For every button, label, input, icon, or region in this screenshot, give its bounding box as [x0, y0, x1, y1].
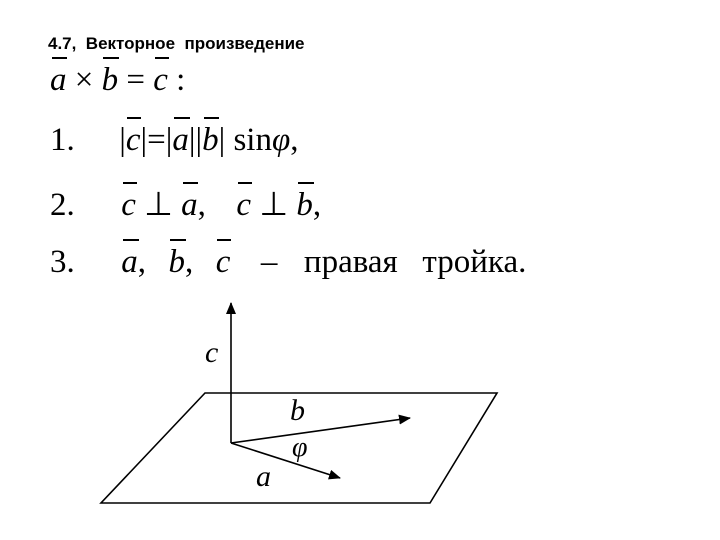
comma: ,	[197, 187, 206, 223]
phi-symbol: φ	[271, 122, 291, 158]
right-triple-text: правая тройка.	[303, 244, 527, 280]
vector-b-arrow	[230, 414, 411, 444]
comma: ,	[185, 244, 194, 280]
slide-title: 4.7, Векторное произведение	[48, 34, 305, 53]
item-number: 1.	[50, 122, 75, 158]
cross-sign: ×	[74, 62, 94, 98]
property-1: 1. |c|=|a||b| sinφ,	[50, 117, 299, 159]
perp-sign: ⊥	[144, 187, 173, 223]
abs-bar: ||	[188, 122, 203, 158]
vector-c: c	[121, 182, 137, 223]
label-a: a	[256, 460, 271, 493]
vector-b: b	[101, 57, 119, 98]
definition-formula: a × b = c :	[50, 57, 186, 99]
vector-c: c	[215, 239, 231, 280]
plane-parallelogram	[99, 392, 499, 504]
perp-sign: ⊥	[259, 187, 289, 223]
vector-a-arrow	[230, 442, 341, 480]
colon: :	[176, 62, 186, 98]
label-b: b	[290, 394, 305, 427]
equals-sign: =	[126, 62, 145, 98]
comma: ,	[290, 122, 299, 158]
item-number: 3.	[50, 244, 75, 280]
label-c: c	[205, 336, 219, 369]
vector-c: c	[236, 182, 252, 223]
comma: ,	[137, 244, 146, 280]
abs-bar: |	[119, 122, 126, 158]
vector-a: a	[172, 117, 190, 158]
vector-c: c	[125, 117, 141, 158]
abs-bar: |	[165, 122, 173, 158]
item-number: 2.	[50, 187, 75, 223]
vector-b: b	[202, 117, 219, 158]
vector-a: a	[50, 57, 67, 98]
vector-b: b	[168, 239, 186, 280]
label-phi: φ	[292, 432, 308, 463]
vector-a: a	[121, 239, 139, 280]
vector-a: a	[181, 182, 198, 223]
abs-bar: |	[140, 122, 148, 158]
vector-c: c	[153, 57, 169, 98]
sin-function: sin	[233, 122, 272, 158]
property-3: 3. a, b, c – правая тройка.	[50, 239, 527, 281]
vector-b: b	[296, 182, 314, 223]
abs-bar: |	[218, 122, 226, 158]
property-2: 2. c ⊥ a, c ⊥ b,	[50, 182, 322, 224]
comma: ,	[312, 187, 322, 223]
equals-sign: =	[147, 122, 166, 158]
dash: –	[260, 244, 278, 280]
